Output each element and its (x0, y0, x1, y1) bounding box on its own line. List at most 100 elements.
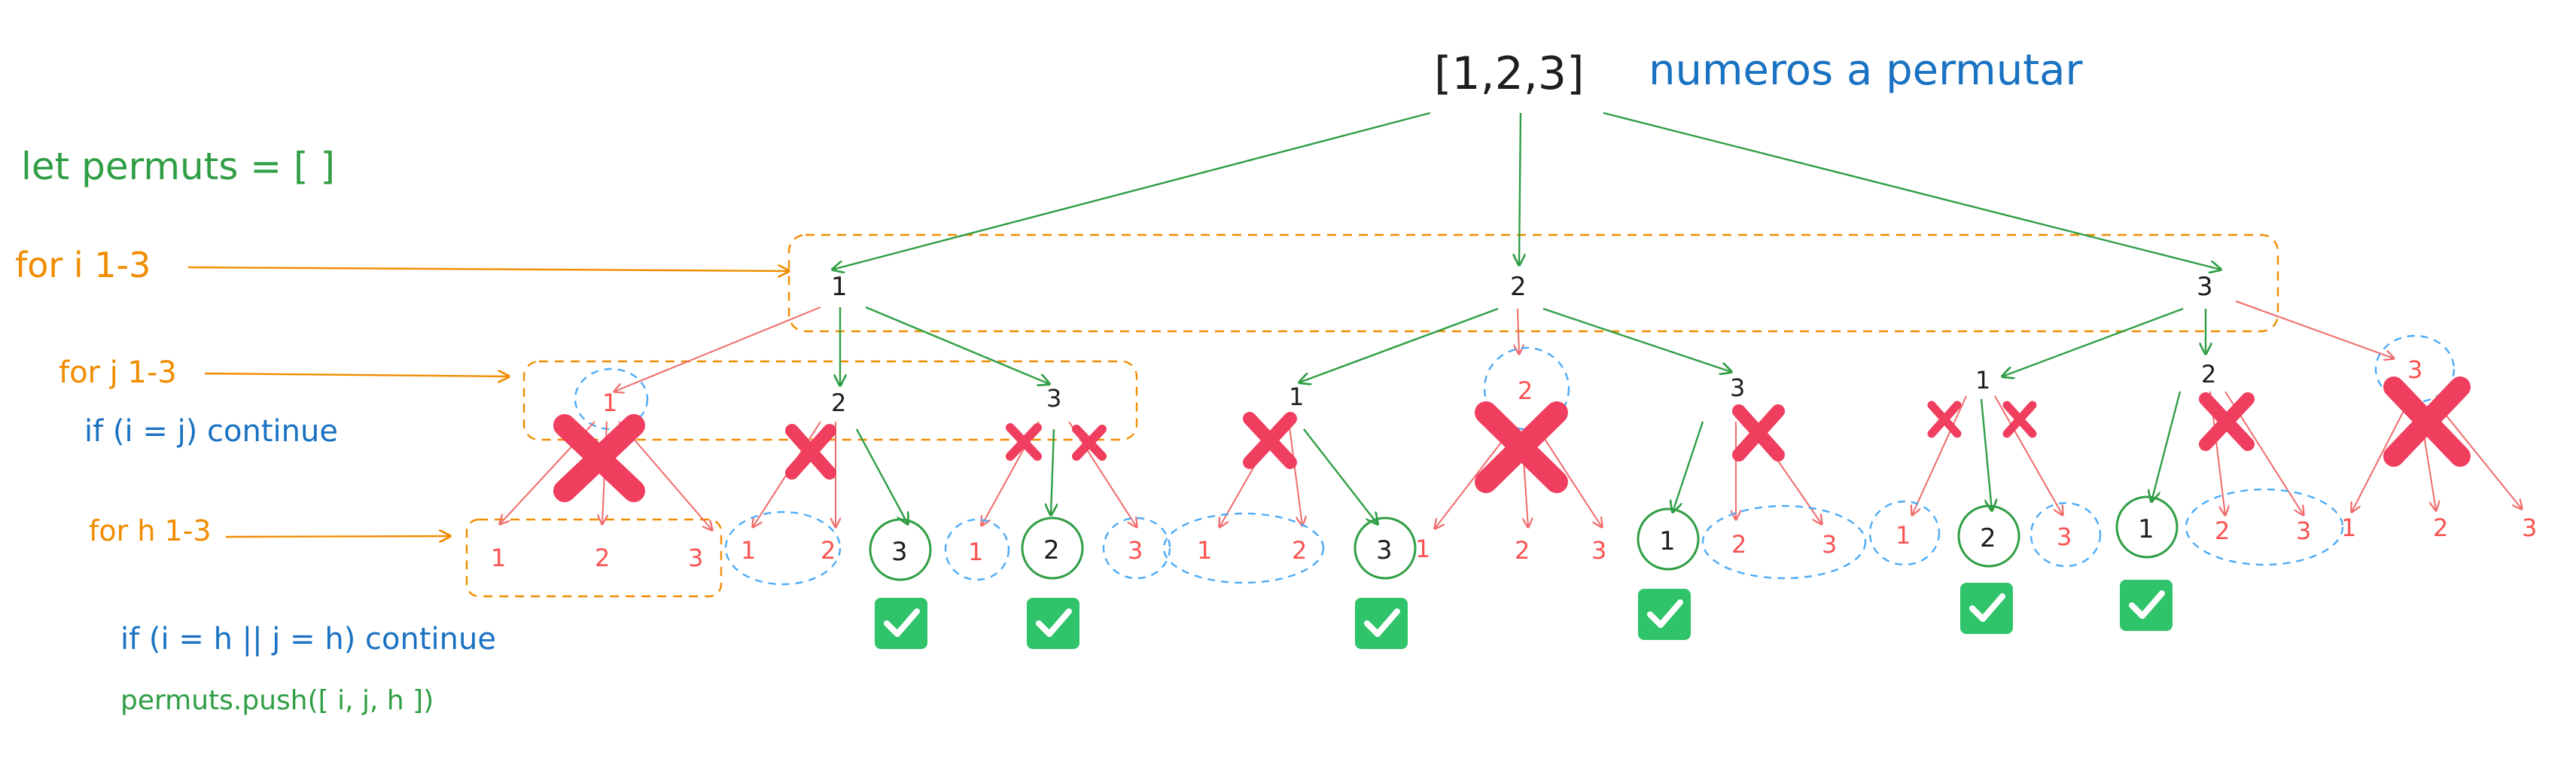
skipped-group-circle (1162, 512, 1325, 584)
code-loop-i: for i 1-3 (15, 245, 151, 285)
cross-icon (2002, 401, 2037, 438)
leaf-label: 2 (821, 536, 836, 565)
edge (2352, 406, 2407, 512)
cross-icon (1243, 412, 1297, 469)
level2-node: 3 (2407, 355, 2422, 384)
code-init: let permuts = [ ] (21, 145, 335, 188)
cross-icon (553, 414, 645, 502)
result-value: 2 (1980, 523, 1996, 553)
edge (1518, 308, 1519, 354)
leaf-label: 3 (2057, 523, 2072, 551)
edge (614, 306, 821, 392)
leaf-label: 1 (1415, 535, 1430, 563)
edge (1542, 307, 1731, 372)
edge (1994, 395, 2063, 515)
edge (865, 306, 1049, 384)
level1-node: 2 (1510, 272, 1527, 302)
cross-icon (1006, 423, 1042, 461)
leaf-label: 1 (741, 536, 756, 565)
edge (1673, 421, 1704, 512)
skipped-node-circle (2029, 501, 2102, 568)
cross-icon (1475, 401, 1568, 493)
edge (2151, 391, 2182, 501)
edge (1435, 436, 1506, 529)
edge (1051, 428, 1054, 515)
code-push: permuts.push([ i, j, h ]) (120, 685, 434, 716)
result-value: 1 (2138, 514, 2154, 544)
skipped-group-circle (724, 510, 842, 586)
leaf-label: 1 (968, 538, 983, 566)
edge (2002, 307, 2184, 376)
pointer-h (225, 536, 450, 537)
leaf-label: 2 (1515, 536, 1530, 565)
edge (1912, 395, 1967, 515)
loop-box-i (787, 233, 2279, 333)
result-circle (1637, 507, 1700, 571)
check-icon (1027, 598, 1079, 649)
leaf-label: 2 (1292, 536, 1307, 565)
code-loop-j: for j 1-3 (59, 355, 177, 390)
edge (1303, 428, 1378, 524)
leaf-label: 3 (1822, 530, 1837, 559)
skipped-node-circle (1483, 346, 1570, 431)
check-icon (1638, 589, 1691, 640)
leaf-label: 2 (2215, 517, 2230, 545)
result-value: 2 (1043, 535, 1060, 565)
leaf-label: 1 (2341, 513, 2356, 542)
leaf-label: 3 (688, 544, 703, 572)
pointer-j (204, 373, 509, 376)
result-circle (869, 518, 932, 581)
level2-node: 1 (1289, 382, 1304, 411)
leaf-label: 1 (1895, 521, 1911, 550)
leaf-label: 3 (2522, 513, 2537, 542)
edge (2235, 300, 2394, 358)
code-cond-ij: if (i = j) continue (84, 414, 338, 449)
result-value: 3 (1376, 535, 1393, 565)
skipped-group-circle (2185, 488, 2344, 566)
result-circle (1957, 504, 2020, 568)
result-circle (1021, 517, 1084, 580)
edge (1299, 307, 1499, 382)
root-caption: numeros a permutar (1649, 46, 2083, 95)
level2-node: 3 (1730, 373, 1745, 402)
edge-root-2 (1519, 112, 1521, 265)
skipped-node-circle (1868, 500, 1941, 566)
edge (2438, 406, 2522, 509)
check-icon (1960, 583, 2013, 634)
leaf-label: 2 (595, 544, 610, 572)
cross-icon (2199, 392, 2255, 451)
code-cond-h: if (i = h || j = h) continue (120, 622, 496, 657)
cross-icon (785, 424, 836, 480)
level1-node: 1 (831, 272, 848, 302)
result-value: 1 (1659, 526, 1676, 556)
cross-icon (1072, 425, 1107, 461)
loop-box-h (465, 518, 723, 598)
level2-node: 3 (1046, 384, 1061, 413)
level2-node: 2 (2201, 360, 2216, 389)
skipped-node-circle (1102, 517, 1171, 580)
edge (1288, 421, 1302, 526)
edge (855, 428, 908, 524)
leaf-label: 2 (2433, 513, 2448, 542)
code-loop-h: for h 1-3 (89, 514, 212, 547)
result-value: 3 (891, 537, 908, 567)
cross-icon (2383, 376, 2471, 467)
level2-node: 2 (831, 389, 846, 417)
edge (1980, 398, 1992, 510)
cross-icon (1927, 401, 1962, 438)
level2-node: 1 (1975, 366, 1990, 395)
root-array: [1,2,3] (1434, 47, 1584, 100)
check-icon (2120, 580, 2173, 631)
leaf-label: 3 (1128, 536, 1143, 565)
leaf-label: 3 (2296, 517, 2311, 545)
result-circle (2115, 495, 2179, 559)
result-circle (1353, 517, 1417, 580)
edge (1542, 436, 1602, 527)
check-icon (875, 598, 927, 649)
cross-icon (1732, 404, 1785, 462)
check-icon (1355, 598, 1408, 649)
skipped-node-circle (944, 518, 1010, 581)
skipped-node-circle (574, 367, 649, 431)
leaf-label: 1 (491, 544, 506, 572)
level2-node: 2 (1518, 376, 1533, 405)
